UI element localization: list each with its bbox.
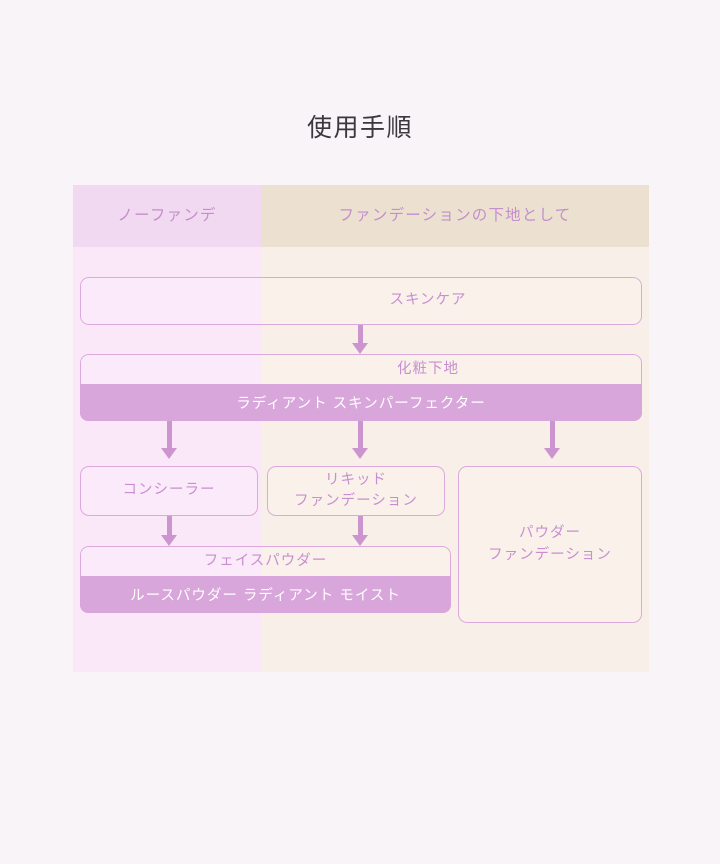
column-header-foundation-base: ファンデーションの下地として — [261, 185, 649, 247]
arrow-makeup-base-to-concealer — [161, 421, 177, 459]
step-label-skincare: スキンケア — [389, 292, 467, 309]
step-label-powder-foundation-line1: パウダー — [519, 525, 581, 542]
step-label-liquid-foundation-line2: ファンデーション — [294, 493, 418, 509]
product-bar-radiant-skin-perfector: ラディアント スキンパーフェクター — [80, 384, 642, 421]
product-bar-loose-powder-radiant-moist: ルースパウダー ラディアント モイスト — [80, 576, 451, 613]
step-label-powder-foundation-line2: ファンデーション — [488, 546, 612, 563]
step-box-concealer: コンシーラー — [80, 466, 258, 516]
flow-diagram: ノーファンデ ファンデーションの下地として スキンケア 化粧下地 — [73, 185, 649, 672]
step-box-powder-foundation: パウダー ファンデーション — [458, 466, 642, 623]
arrow-concealer-to-face-powder — [161, 516, 177, 546]
arrow-skincare-to-makeup-base — [352, 325, 368, 354]
step-label-face-powder: フェイスパウダー — [203, 553, 328, 569]
page-title: 使用手順 — [306, 114, 413, 142]
step-label-liquid-foundation-line1: リキッド — [325, 471, 387, 488]
step-label-concealer: コンシーラー — [122, 482, 216, 499]
step-label-makeup-base: 化粧下地 — [397, 361, 459, 377]
arrow-liquid-foundation-to-face-powder — [352, 516, 368, 546]
column-header-no-foundation: ノーファンデ — [73, 185, 261, 247]
step-box-liquid-foundation: リキッド ファンデーション — [267, 466, 445, 516]
step-box-skincare: スキンケア — [80, 277, 642, 325]
arrow-makeup-base-to-liquid-foundation — [352, 421, 368, 459]
skincare-box-background — [81, 278, 641, 324]
arrow-makeup-base-to-powder-foundation — [544, 421, 560, 459]
